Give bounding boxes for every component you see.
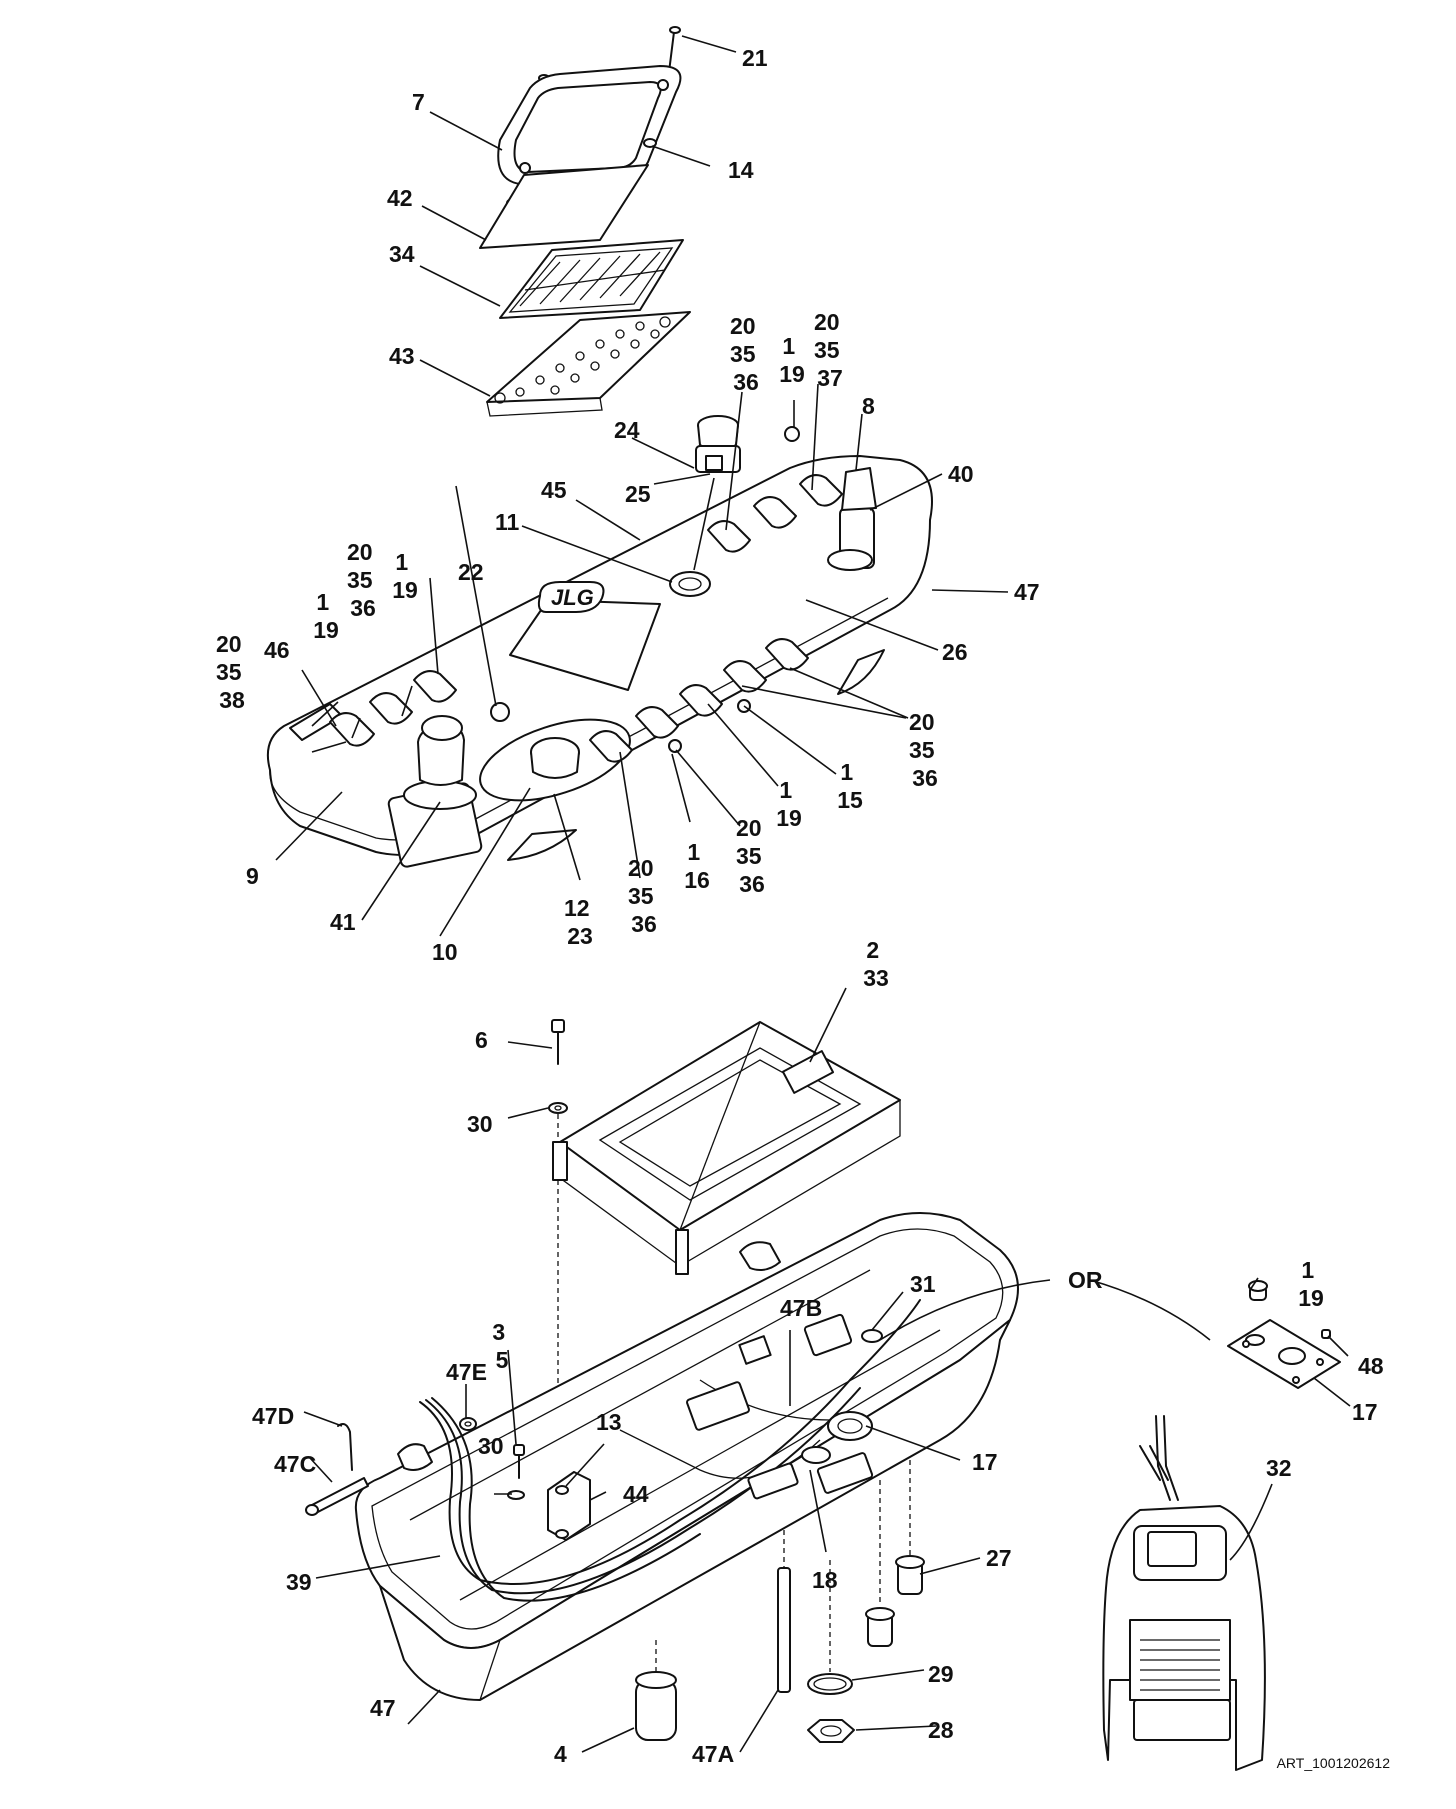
callout-25: 25 [625,481,651,507]
callout-1-16: 1 16 [684,839,710,893]
board-components [494,316,671,404]
callout-42: 42 [387,185,413,211]
callout-17-plate: 17 [1352,1399,1378,1425]
callout-46: 46 [264,637,290,663]
callout-20-35-37: 20 35 37 [814,309,846,391]
leader-lines [275,35,1351,1753]
callout-20-35-36-top: 20 35 36 [730,313,762,395]
callout-1-19-left: 1 19 [313,589,339,643]
callout-47c: 47C [274,1451,316,1477]
bracket-44 [547,1471,591,1541]
housing-connectors [686,1241,883,1500]
callout-10: 10 [432,939,458,965]
display-cover-assembly [479,26,691,417]
callout-7: 7 [412,89,425,115]
callout-29: 29 [928,1661,954,1687]
callout-labels: 21 7 14 42 34 43 20 35 36 1 19 20 35 37 … [216,45,1390,1771]
callout-6: 6 [475,1027,488,1053]
callout-11: 11 [495,509,520,535]
callout-30-low: 30 [478,1433,504,1459]
callout-1-19-mid: 1 19 [776,777,802,831]
callout-13: 13 [596,1409,622,1435]
callout-21: 21 [742,45,768,71]
callout-40: 40 [948,461,974,487]
keypad-keys [519,251,666,307]
housing-fittings [635,1460,925,1743]
bolt-and-washer [548,1019,568,1440]
callout-31: 31 [910,1271,936,1297]
callout-34: 34 [389,241,415,267]
screw-washer-low [507,1444,525,1500]
callout-1-19-left2: 1 19 [392,549,418,603]
jlg-logo: JLG [551,585,594,610]
control-module [552,1021,901,1275]
callout-28: 28 [928,1717,954,1743]
callout-43: 43 [389,343,415,369]
callout-32: 32 [1266,1455,1292,1481]
callout-17-box: 17 [972,1449,998,1475]
callout-20-35-36-right: 20 35 36 [909,709,941,791]
callout-24: 24 [614,417,640,443]
foot-switch [1102,1415,1266,1771]
callout-26: 26 [942,639,968,665]
callout-1-19-plate: 1 19 [1298,1257,1324,1311]
callout-20-35-36-low: 20 35 36 [628,855,660,937]
callout-2-33: 2 33 [863,937,889,991]
callout-14: 14 [728,157,754,183]
callout-12-23: 12 23 [564,895,596,949]
callout-45: 45 [541,477,567,503]
foot-pedal-grip [1140,1639,1220,1691]
callout-22: 22 [458,559,484,585]
callout-18: 18 [812,1567,838,1593]
callout-20-35-38: 20 35 38 [216,631,248,713]
emergency-stop-button [695,415,741,473]
callout-47-top: 47 [1014,579,1040,605]
callout-47a: 47A [692,1741,734,1767]
callout-8: 8 [862,393,875,419]
callout-39: 39 [286,1569,312,1595]
callout-47-low: 47 [370,1695,396,1721]
callout-or: OR [1068,1267,1103,1293]
callout-9: 9 [246,863,259,889]
callout-27: 27 [986,1545,1012,1571]
callout-41: 41 [330,909,356,935]
figure-id: ART_1001202612 [1277,1755,1391,1771]
callout-20-35-36-mid: 20 35 36 [736,815,768,897]
callout-30-top: 30 [467,1111,493,1137]
callout-3-5: 3 5 [492,1319,511,1373]
callout-1-15: 1 15 [837,759,863,813]
callout-4: 4 [554,1741,567,1767]
callout-47d: 47D [252,1403,294,1429]
cover-plate [1227,1280,1341,1389]
callout-48: 48 [1358,1353,1384,1379]
callout-44: 44 [623,1481,649,1507]
callout-47b: 47B [780,1295,822,1321]
callout-47e: 47E [446,1359,487,1385]
callout-1-19-top: 1 19 [779,333,805,387]
control-panel-top: JLG [266,426,933,868]
callout-20-35-36-left: 20 35 36 [347,539,379,621]
